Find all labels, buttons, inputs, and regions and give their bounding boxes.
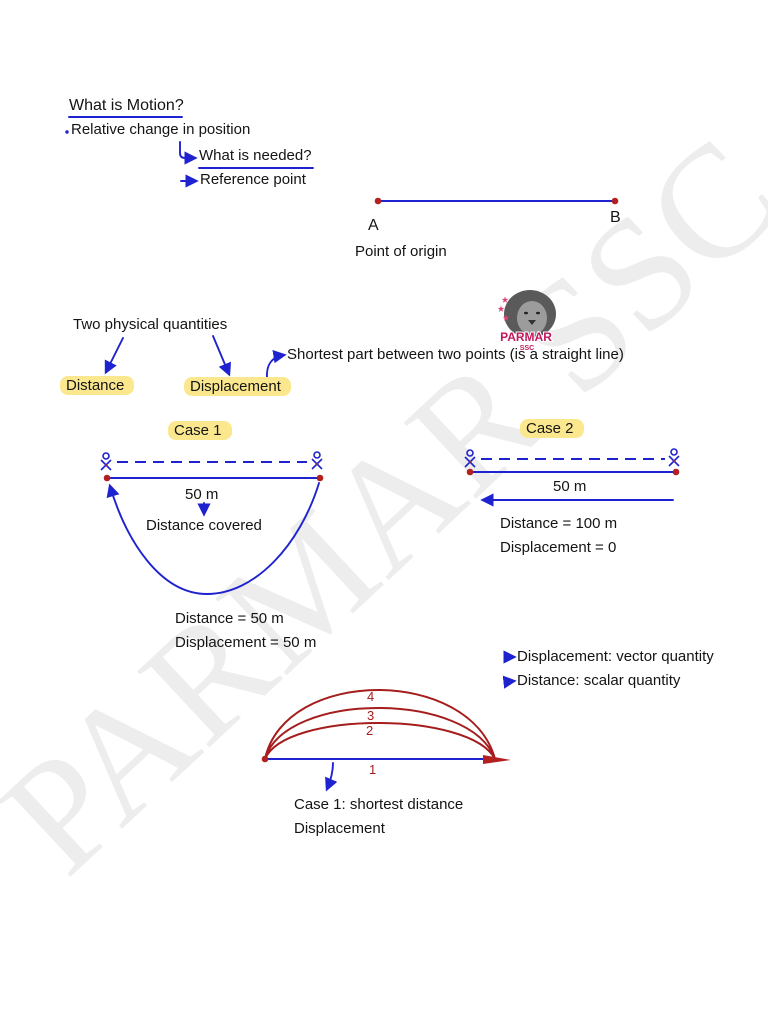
quantities-heading: Two physical quantities bbox=[73, 316, 228, 333]
case2-label-text: Case 2 bbox=[520, 419, 584, 438]
displacement-term: Displacement bbox=[184, 377, 291, 397]
distance-term: Distance bbox=[60, 376, 135, 396]
path-label-4: 4 bbox=[367, 689, 375, 704]
person-icon bbox=[100, 452, 112, 471]
case2-label: Case 2 bbox=[520, 419, 584, 439]
note-hook-arrow-icon bbox=[265, 350, 287, 380]
paths-start-dot bbox=[261, 755, 269, 763]
path-label-2: 2 bbox=[366, 723, 374, 738]
path-label-1: 1 bbox=[369, 762, 377, 777]
point-a-dot bbox=[374, 197, 382, 205]
motion-question: What is needed? bbox=[199, 147, 312, 164]
point-b-label: B bbox=[610, 209, 621, 226]
paths-pointer-arrow-icon bbox=[325, 762, 338, 792]
case2-start-dot bbox=[466, 468, 474, 476]
def-distance: Distance: scalar quantity bbox=[517, 672, 681, 689]
lion-face bbox=[517, 301, 547, 335]
displacement-note: Shortest part between two points (is a s… bbox=[287, 346, 624, 363]
case2-displacement: Displacement = 0 bbox=[500, 539, 617, 556]
logo-name: PARMAR bbox=[500, 330, 552, 344]
lion-nose bbox=[528, 320, 536, 325]
case2-end-dot bbox=[672, 468, 680, 476]
path-arc-3 bbox=[264, 707, 496, 760]
case1-end-dot bbox=[316, 474, 324, 482]
case1-path-label: Distance covered bbox=[146, 517, 262, 534]
case1-label: Case 1 bbox=[168, 421, 232, 441]
hook-arrow-icon bbox=[179, 141, 198, 165]
person-icon bbox=[668, 448, 680, 467]
motion-heading: What is Motion? bbox=[69, 97, 184, 114]
point-b-dot bbox=[611, 197, 619, 205]
lion-eye-right bbox=[536, 311, 540, 315]
bullet-dot bbox=[65, 130, 69, 134]
distance-arrow-icon bbox=[104, 337, 124, 375]
case1-length: 50 m bbox=[185, 486, 219, 503]
path-arc-4 bbox=[264, 689, 496, 760]
lion-eye-left bbox=[524, 311, 528, 315]
motion-answer: Reference point bbox=[200, 171, 306, 188]
point-a-label: A bbox=[368, 217, 379, 234]
case1-displacement: Displacement = 50 m bbox=[175, 634, 317, 651]
case2-distance: Distance = 100 m bbox=[500, 515, 618, 532]
distance-term-text: Distance bbox=[60, 376, 135, 395]
case1-start-dot bbox=[103, 474, 111, 482]
logo-tagline: SSC bbox=[520, 345, 534, 352]
watermark-text: PARMAR SSC bbox=[0, 104, 768, 906]
path-arc-2 bbox=[264, 722, 496, 760]
def-displacement: Displacement: vector quantity bbox=[517, 648, 714, 665]
paths-end-arrowhead-icon bbox=[483, 755, 511, 764]
displacement-term-text: Displacement bbox=[184, 377, 291, 396]
case1-curved-path bbox=[106, 482, 320, 595]
case1-distance: Distance = 50 m bbox=[175, 610, 284, 627]
case2-length: 50 m bbox=[553, 478, 587, 495]
def-distance-arrow-icon bbox=[502, 675, 517, 689]
origin-caption: Point of origin bbox=[355, 243, 447, 260]
paths-caption-line1: Case 1: shortest distance bbox=[294, 796, 464, 813]
case1-label-text: Case 1 bbox=[168, 421, 232, 440]
displacement-arrow-icon bbox=[212, 335, 231, 377]
path-label-3: 3 bbox=[367, 708, 375, 723]
paths-caption-line2: Displacement bbox=[294, 820, 385, 837]
motion-definition: Relative change in position bbox=[71, 121, 251, 138]
logo: PARMAR SSC bbox=[497, 290, 556, 352]
